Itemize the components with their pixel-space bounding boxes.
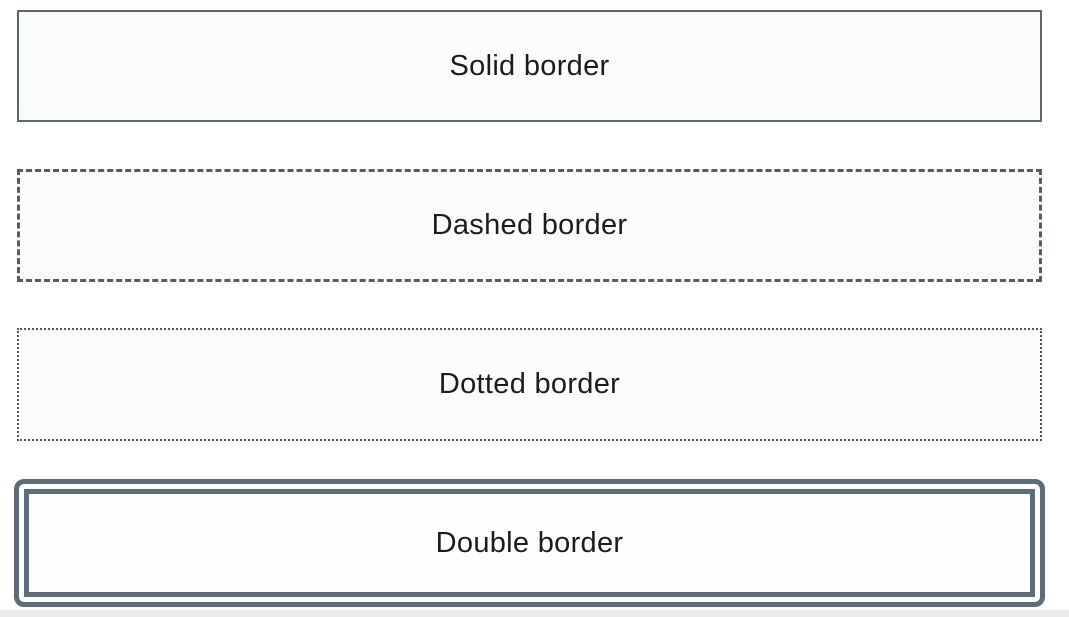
box-label: Double border bbox=[435, 526, 624, 559]
dotted-border-box: Dotted border bbox=[17, 328, 1042, 441]
double-border-box: Double border bbox=[14, 479, 1045, 607]
box-label: Dashed border bbox=[431, 209, 628, 241]
box-label: Dotted border bbox=[438, 368, 621, 400]
box-label: Solid border bbox=[449, 49, 610, 82]
page-bottom-edge bbox=[0, 610, 1069, 617]
solid-border-box: Solid border bbox=[17, 10, 1042, 122]
dashed-border-box: Dashed border bbox=[17, 169, 1042, 282]
